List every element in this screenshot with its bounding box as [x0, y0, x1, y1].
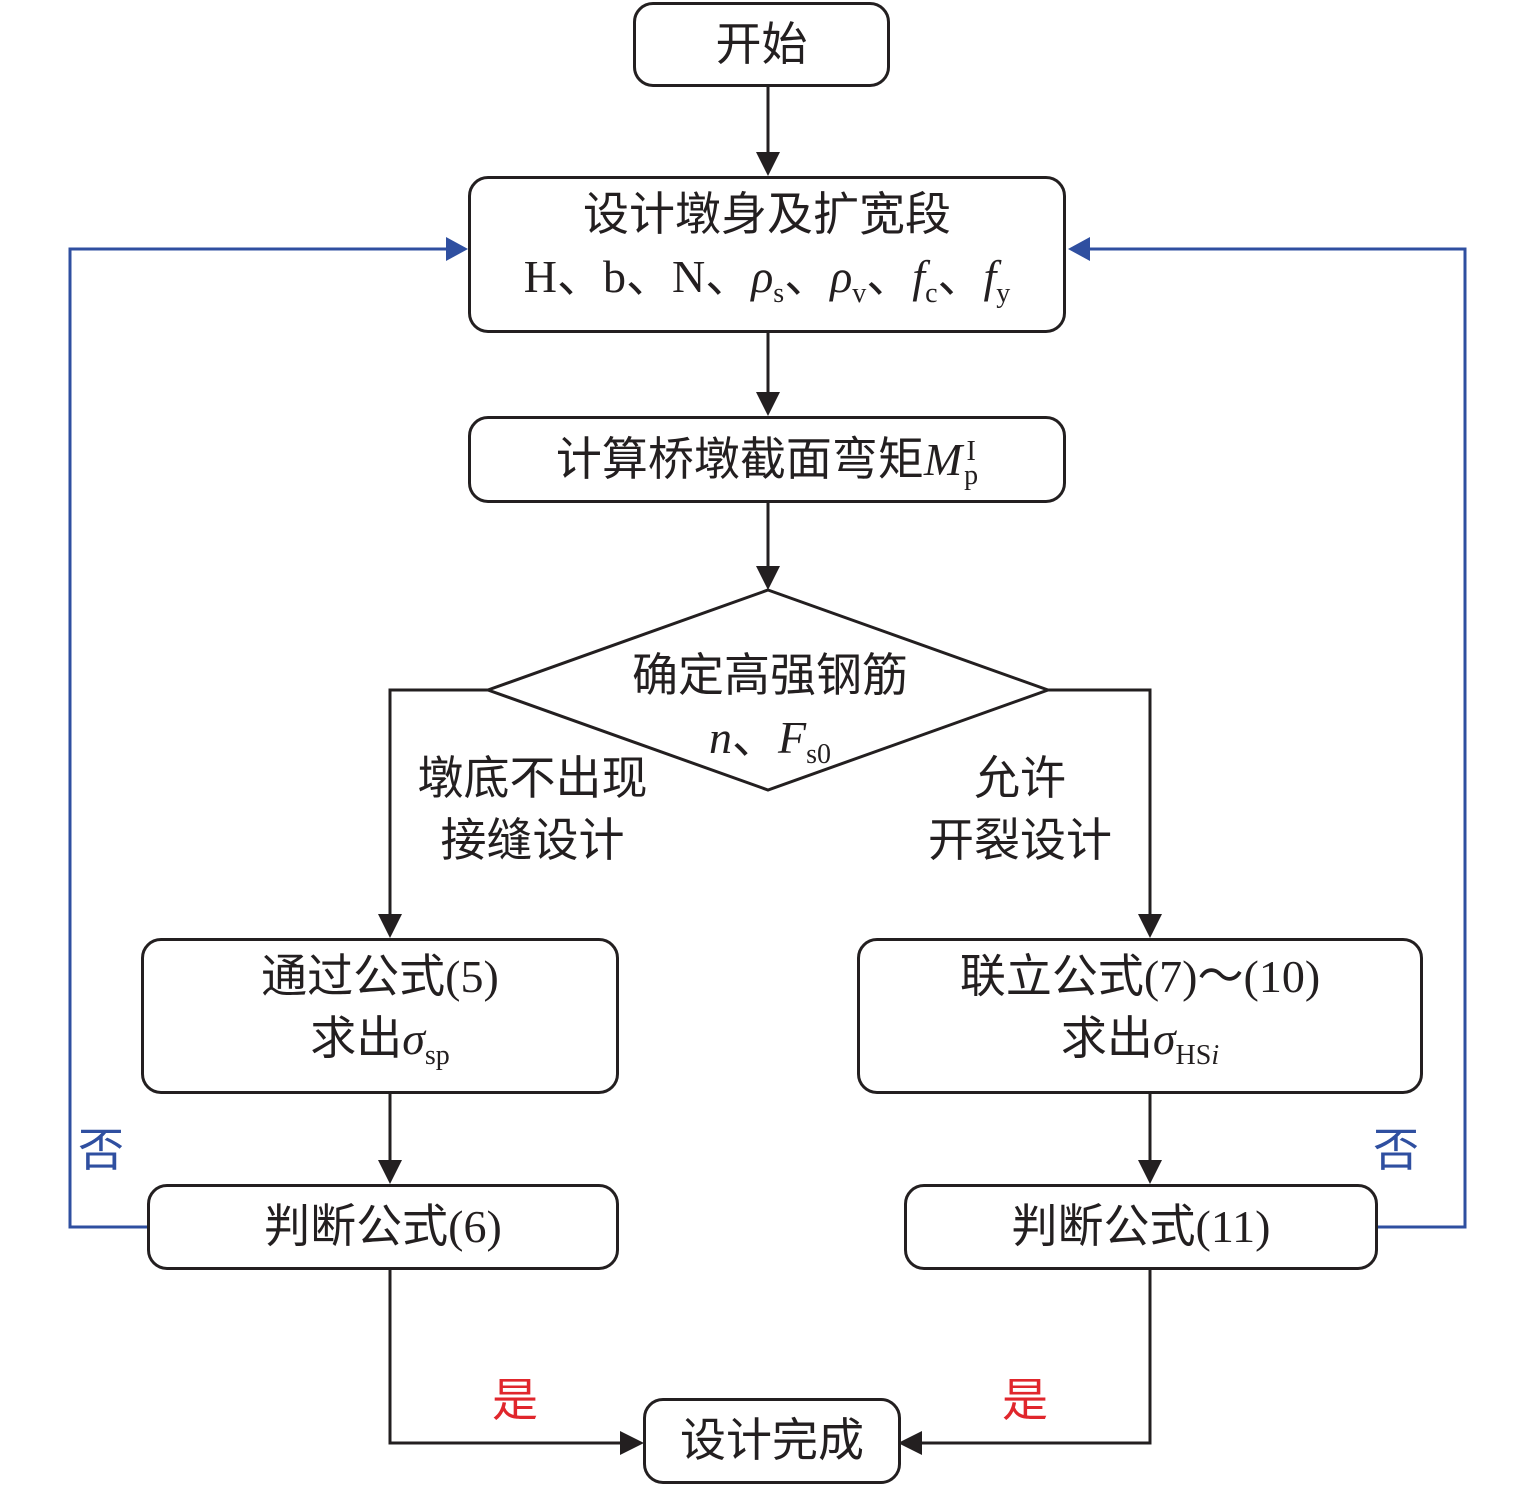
arrowhead-left-calc-check — [378, 1160, 402, 1184]
design-param-subscript: y — [996, 278, 1011, 309]
left-check-node: 判断公式(6) — [147, 1184, 619, 1270]
edge-right-check-design-no — [1090, 247, 1467, 1229]
left-calc-symbol: σ — [402, 1012, 425, 1064]
decision-vars: n、Fs0 — [490, 707, 1050, 786]
moment-text: 计算桥墩截面弯矩 — [555, 433, 924, 485]
design-param-separator: 、 — [784, 251, 831, 302]
right-calc-symbol: σ — [1152, 1012, 1176, 1064]
design-params: H、b、N、ρs、ρv、fc、fy — [524, 246, 1011, 325]
decision-var-f: F — [777, 712, 807, 763]
branch-label-left-line2: 接缝设计 — [440, 815, 625, 866]
left-calc-sub: sp — [424, 1039, 450, 1071]
no-label-left: 否 — [78, 1125, 124, 1176]
left-check-label: 判断公式(6) — [264, 1201, 502, 1252]
end-node: 设计完成 — [643, 1398, 901, 1484]
left-calc-text: 求出 — [310, 1012, 403, 1064]
design-param-symbol: N — [671, 251, 706, 302]
right-calc-text: 求出 — [1060, 1012, 1153, 1064]
decision-title: 确定高强钢筋 — [632, 650, 908, 701]
design-param-separator: 、 — [705, 251, 752, 302]
arrowhead-start-design — [756, 152, 780, 176]
design-param: fy — [983, 251, 1011, 309]
design-param-separator: 、 — [937, 251, 984, 302]
right-check-node: 判断公式(11) — [904, 1184, 1378, 1270]
edge-right-check-end — [922, 1268, 1152, 1445]
design-param-subscript: c — [925, 278, 938, 309]
left-calc-line1: 通过公式(5) — [261, 950, 499, 1002]
design-param-symbol: f — [912, 251, 926, 302]
design-param: ρv — [830, 251, 866, 309]
arrowhead-decision-right-calc — [1138, 914, 1162, 938]
design-param-subscript: s — [773, 278, 785, 309]
decision-separator: 、 — [731, 712, 778, 763]
arrowhead-design-moment — [756, 392, 780, 416]
edge-decision-left-calc — [388, 688, 488, 914]
arrowhead-right-check-end — [898, 1431, 922, 1455]
design-param-symbol: b — [602, 251, 626, 302]
design-param-symbol: f — [983, 251, 997, 302]
yes-label-right: 是 — [1002, 1375, 1048, 1426]
right-calc-sub: HSi — [1176, 1040, 1220, 1071]
start-label: 开始 — [715, 18, 808, 70]
arrowhead-right-feedback — [1068, 237, 1090, 261]
right-calc-line2: 求出σHSi — [1061, 1008, 1219, 1087]
start-node: 开始 — [633, 2, 890, 87]
arrowhead-left-feedback — [446, 237, 468, 261]
design-param-symbol: ρ — [751, 251, 774, 302]
design-param: fc — [912, 251, 937, 309]
branch-label-right-line2: 开裂设计 — [928, 815, 1112, 866]
yes-label-left: 是 — [492, 1375, 538, 1426]
design-title: 设计墩身及扩宽段 — [583, 189, 951, 240]
design-param-separator: 、 — [625, 251, 672, 302]
left-calc-line2: 求出σsp — [310, 1008, 450, 1087]
design-param-separator: 、 — [866, 251, 913, 302]
arrowhead-decision-left-calc — [378, 914, 402, 938]
branch-label-left-line1: 墩底不出现 — [417, 753, 648, 804]
moment-sub: p — [964, 459, 979, 491]
branch-label-right: 允许 开裂设计 — [900, 748, 1140, 872]
design-param: b — [603, 251, 626, 302]
arrowhead-left-check-end — [620, 1431, 644, 1455]
edge-decision-right-calc — [1048, 688, 1152, 914]
right-calc-node: 联立公式(7)～(10) 求出σHSi — [857, 938, 1423, 1094]
moment-symbol: M — [923, 433, 963, 485]
design-param-separator: 、 — [556, 251, 603, 302]
decision-label: 确定高强钢筋 n、Fs0 — [490, 645, 1050, 786]
decision-var-f-sub: s0 — [806, 739, 831, 770]
design-param: ρs — [751, 251, 784, 309]
design-node: 设计墩身及扩宽段 H、b、N、ρs、ρv、fc、fy — [468, 176, 1066, 333]
edge-left-check-design-no — [68, 247, 446, 1229]
design-param-symbol: H — [523, 251, 557, 302]
edge-left-check-end — [388, 1268, 620, 1445]
branch-label-left: 墩底不出现 接缝设计 — [400, 748, 665, 872]
right-calc-sub-text: HS — [1175, 1039, 1212, 1071]
right-calc-line1: 联立公式(7)～(10) — [959, 950, 1321, 1002]
design-param: N — [672, 251, 705, 302]
right-calc-sub-italic: i — [1211, 1039, 1220, 1071]
decision-diamond — [483, 588, 1053, 792]
arrowhead-moment-decision — [756, 566, 780, 590]
decision-var-n: n — [708, 712, 732, 763]
left-calc-node: 通过公式(5) 求出σsp — [141, 938, 619, 1094]
arrowhead-right-calc-check — [1138, 1160, 1162, 1184]
no-label-right: 否 — [1373, 1125, 1419, 1176]
design-param-symbol: ρ — [830, 251, 853, 302]
branch-label-right-line1: 允许 — [974, 753, 1066, 804]
moment-sup: I — [966, 435, 976, 467]
design-param-subscript: v — [852, 278, 867, 309]
right-check-label: 判断公式(11) — [1011, 1201, 1271, 1252]
end-label: 设计完成 — [680, 1415, 864, 1466]
design-param: H — [524, 251, 557, 302]
